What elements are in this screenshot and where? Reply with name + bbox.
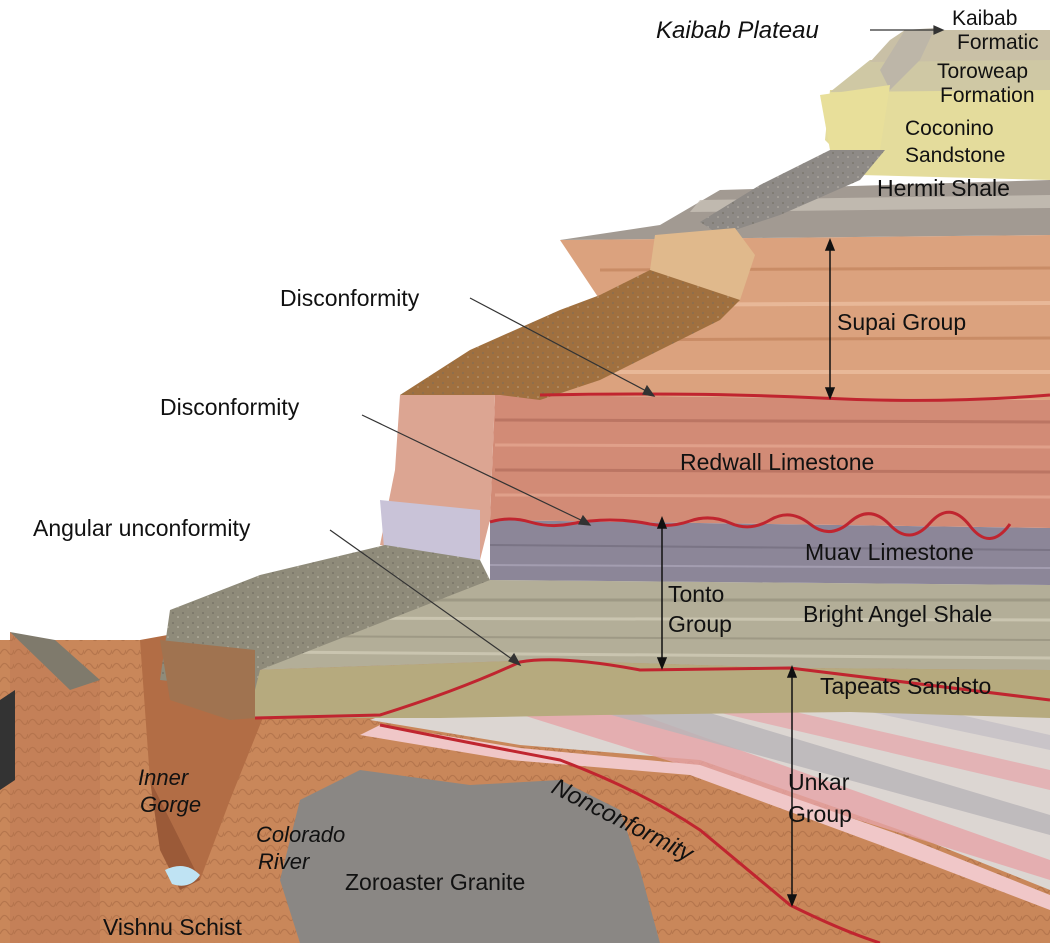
- disconformity-upper-label: Disconformity: [280, 285, 420, 311]
- kaibab-plateau-label: Kaibab Plateau: [656, 17, 819, 44]
- tapeats-sandstone-label: Tapeats Sandsto: [820, 673, 991, 699]
- muav-limestone-label: Muav Limestone: [805, 539, 974, 565]
- toroweap-formation-label: Toroweap Formation: [937, 60, 1035, 107]
- supai-group-label: Supai Group: [837, 309, 966, 335]
- zoroaster-granite-label: Zoroaster Granite: [345, 869, 525, 895]
- angular-unconformity-label: Angular unconformity: [33, 515, 251, 541]
- disconformity-lower-label: Disconformity: [160, 394, 300, 420]
- bright-angel-shale-label: Bright Angel Shale: [803, 601, 992, 627]
- redwall-limestone-label: Redwall Limestone: [680, 449, 874, 475]
- hermit-shale-label: Hermit Shale: [877, 175, 1010, 201]
- vishnu-schist-label: Vishnu Schist: [103, 914, 243, 940]
- kaibab-formation-label: Kaibab Formatic: [952, 7, 1039, 54]
